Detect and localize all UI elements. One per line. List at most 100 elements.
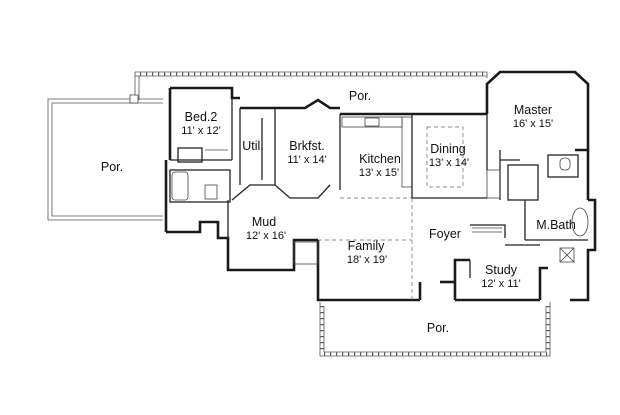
label-mud: Mud [252, 215, 276, 229]
railing-post [326, 72, 328, 76]
porch-bottom-railing [319, 302, 551, 357]
railing-post [218, 72, 220, 76]
railing-post [236, 72, 238, 76]
label-kitchen: Kitchen [359, 152, 401, 166]
railing-post [408, 352, 410, 356]
railing-post [164, 72, 166, 76]
railing-post [426, 352, 428, 356]
railing-post [242, 72, 244, 76]
label-bed2: Bed.2 [185, 110, 218, 124]
railing-post [188, 72, 190, 76]
railing-post [510, 352, 512, 356]
railing-post [320, 72, 322, 76]
railing-post [420, 352, 422, 356]
label-study: Study [485, 263, 518, 277]
porch-left-railing [47, 94, 163, 221]
railing-post [386, 72, 388, 76]
railing-post [522, 352, 524, 356]
railing-post [296, 72, 298, 76]
railing-post [320, 330, 324, 332]
railing-post [474, 352, 476, 356]
railing-post [158, 72, 160, 76]
railing-post [320, 342, 324, 344]
interior-walls [169, 98, 589, 300]
railing-post [182, 72, 184, 76]
label-dining: Dining [430, 142, 465, 156]
railing-post [320, 336, 324, 338]
railing-post [450, 352, 452, 356]
railing-post [516, 352, 518, 356]
railing-post [332, 72, 334, 76]
railing-post [546, 342, 550, 344]
railing-post [212, 72, 214, 76]
railing-post [444, 352, 446, 356]
railing-post [434, 72, 436, 76]
railing-post [170, 72, 172, 76]
railing-post [546, 312, 550, 314]
railing-post [416, 72, 418, 76]
railing-post [464, 72, 466, 76]
railing-post [446, 72, 448, 76]
railing-post [140, 72, 142, 76]
railing-post [540, 352, 542, 356]
label-brkfst-dims: 11' x 14' [287, 154, 326, 166]
label-porch-top: Por. [349, 89, 371, 103]
railing-post [462, 352, 464, 356]
railing-post [546, 330, 550, 332]
label-porch-left: Por. [101, 160, 123, 174]
railing-post [410, 72, 412, 76]
railing-post [404, 72, 406, 76]
railing-post [330, 352, 332, 356]
railing-post [452, 72, 454, 76]
railing-post [230, 72, 232, 76]
railing-post [378, 352, 380, 356]
railing-post [438, 352, 440, 356]
label-foyer: Foyer [429, 227, 461, 241]
railing-post [534, 352, 536, 356]
railing-post [324, 352, 326, 356]
exterior-walls [164, 70, 597, 302]
railing-post [260, 72, 262, 76]
railing-post [320, 312, 324, 314]
railing-post [320, 324, 324, 326]
railing-post [152, 72, 154, 76]
railing-post [362, 72, 364, 76]
railing-post [546, 306, 550, 308]
railing-post [428, 72, 430, 76]
railing-post [402, 352, 404, 356]
porch-top-railing [134, 71, 488, 100]
railing-post [482, 72, 484, 76]
railing-post [414, 352, 416, 356]
railing-post [338, 72, 340, 76]
railing-post [374, 72, 376, 76]
railing-post [432, 352, 434, 356]
label-dining-dims: 13' x 14' [429, 157, 469, 169]
railing-post [336, 352, 338, 356]
label-mud-dims: 12' x 16' [246, 230, 286, 242]
railing-post [486, 352, 488, 356]
railing-post [194, 72, 196, 76]
railing-post [290, 72, 292, 76]
railing-post [546, 318, 550, 320]
railing-post [308, 72, 310, 76]
railing-post [468, 352, 470, 356]
railing-post [206, 72, 208, 76]
label-util: Util. [242, 139, 264, 153]
railing-post [284, 72, 286, 76]
railing-post [390, 352, 392, 356]
railing-post [320, 306, 324, 308]
railing-post [266, 72, 268, 76]
railing-post [546, 336, 550, 338]
railing-post [344, 72, 346, 76]
railing-post [176, 72, 178, 76]
railing-post [546, 324, 550, 326]
railing-post [456, 352, 458, 356]
railing-post [396, 352, 398, 356]
railing-post [476, 72, 478, 76]
label-bed2-dims: 11' x 12' [181, 125, 220, 137]
railing-post [372, 352, 374, 356]
railing-post [224, 72, 226, 76]
railing-post [470, 72, 472, 76]
railing-post [458, 72, 460, 76]
railing-post [342, 352, 344, 356]
